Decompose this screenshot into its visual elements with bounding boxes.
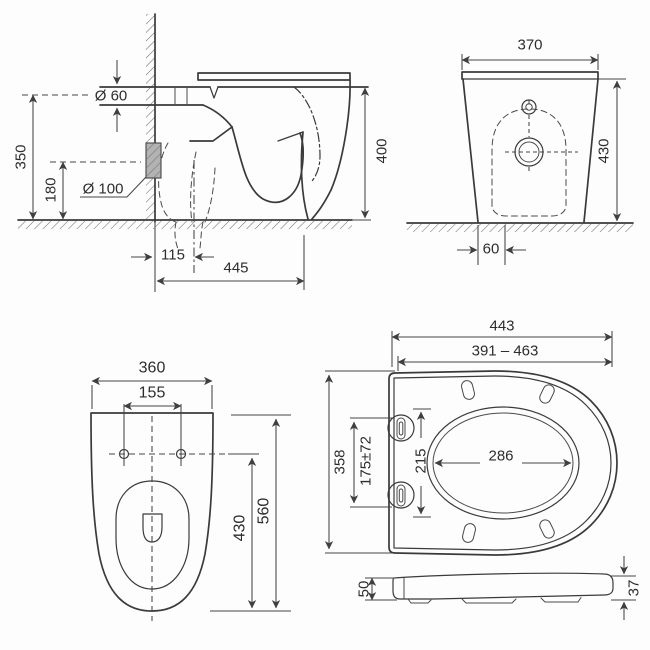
seat-profile-feet xyxy=(407,597,582,604)
view-seat-profile: 50 37 xyxy=(356,556,643,620)
cistern-button-icon xyxy=(521,99,537,115)
floor-hatch xyxy=(18,221,352,229)
outlet-shape xyxy=(142,513,163,543)
seat-outer-outline xyxy=(388,370,618,556)
bowl-outline xyxy=(115,480,190,590)
inlet-hole-icon xyxy=(505,115,578,173)
dim-front-width: 370 xyxy=(517,37,542,54)
seat-profile-dimensions: 50 37 xyxy=(356,556,643,620)
view-seat-plan: 443 391 – 463 358 175±72 215 286 xyxy=(324,318,618,556)
pan-side-outline xyxy=(99,72,369,220)
dim-fixing-centres: 155 xyxy=(139,385,166,402)
seat-hinges xyxy=(387,414,415,509)
wall-inlet-block xyxy=(145,142,162,179)
dim-inlet-height: 350 xyxy=(13,144,30,169)
seat-aperture-inner xyxy=(432,412,574,514)
dim-aperture-depth: 215 xyxy=(413,448,430,473)
dim-outlet-height: 180 xyxy=(43,177,60,202)
fixing-holes xyxy=(109,404,228,466)
seat-inner-outline xyxy=(393,375,612,551)
dim-inlet-diameter: Ø 60 xyxy=(95,88,128,105)
hidden-recess-outline xyxy=(491,108,567,217)
view-front: 370 430 60 xyxy=(406,37,634,265)
dim-seat-front-thickness: 37 xyxy=(626,580,643,597)
side-dimensions: Ø 60 350 180 Ø 100 115 445 400 xyxy=(13,60,391,290)
dim-height: 400 xyxy=(374,138,391,163)
dim-seat-rear-height: 50 xyxy=(356,581,373,598)
dim-outlet-setout: 115 xyxy=(161,247,185,264)
dim-seat-overall-width: 443 xyxy=(489,318,514,335)
seat-aperture-outer xyxy=(426,406,580,520)
pan-front-outline xyxy=(406,71,634,232)
dim-seat-overall-depth: 358 xyxy=(332,449,349,474)
dim-plan-width: 360 xyxy=(139,360,166,377)
seat-bumpers xyxy=(461,380,555,543)
dim-front-height: 430 xyxy=(596,138,613,163)
dim-fixing-to-front: 430 xyxy=(232,515,249,542)
view-pan-plan: 360 155 430 560 xyxy=(90,360,291,621)
wall-hatch xyxy=(146,14,155,221)
front-floor-hatch xyxy=(407,224,633,232)
dim-hinge-centres: 175±72 xyxy=(358,436,375,486)
dim-outlet-diameter: Ø 100 xyxy=(83,181,124,198)
dim-depth: 445 xyxy=(223,260,248,277)
trap-hidden-lines xyxy=(158,142,216,273)
seat-plan-dimensions: 443 391 – 463 358 175±72 215 286 xyxy=(324,318,613,554)
dim-base-offset: 60 xyxy=(483,241,500,258)
seat-lid xyxy=(197,72,351,81)
seat-profile-outline xyxy=(392,572,614,600)
front-dimensions: 370 430 60 xyxy=(457,37,626,265)
dim-seat-adjustable-range: 391 – 463 xyxy=(472,343,539,360)
dim-aperture-width: 286 xyxy=(488,448,513,465)
plan-dimensions: 360 155 430 560 xyxy=(91,360,291,612)
dim-plan-depth: 560 xyxy=(256,498,273,525)
view-side-profile: Ø 60 350 180 Ø 100 115 445 400 xyxy=(13,13,391,292)
